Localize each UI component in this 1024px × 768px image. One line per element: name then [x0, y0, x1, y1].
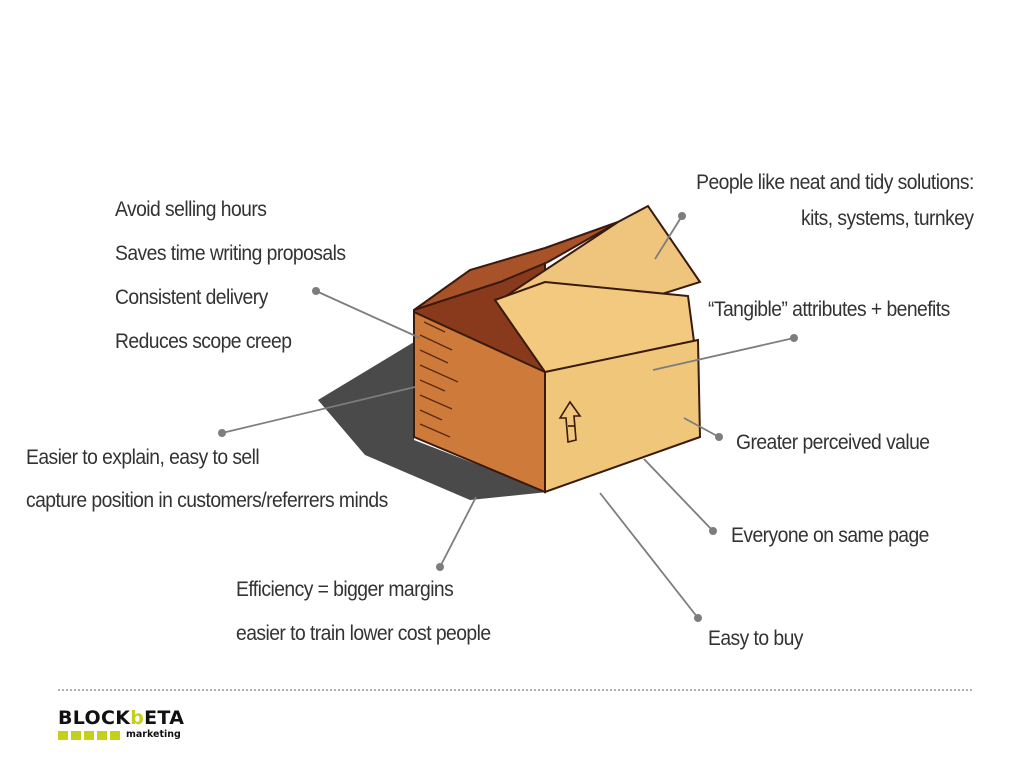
logo-square: [97, 730, 107, 740]
label-avoid-selling-hours: Avoid selling hours: [115, 198, 267, 221]
label-everyone-same-page: Everyone on same page: [731, 524, 929, 547]
label-kits-systems-turnkey: kits, systems, turnkey: [801, 207, 974, 230]
blockbeta-logo: BLOCKbETA marketing: [58, 708, 184, 740]
box-front-flap: [493, 280, 700, 373]
label-neat-tidy-solutions: People like neat and tidy solutions:: [696, 171, 974, 194]
this-way-up-icon: [558, 400, 582, 444]
label-easier-to-explain: Easier to explain, easy to sell: [26, 446, 260, 469]
logo-square: [71, 730, 81, 740]
logo-word-part2: b: [130, 707, 145, 729]
box-right-face: [544, 338, 702, 494]
label-capture-position: capture position in customers/referrers …: [26, 489, 388, 512]
logo-square: [84, 730, 94, 740]
footer-divider: [58, 689, 972, 691]
logo-wordmark: BLOCKbETA: [58, 708, 184, 728]
callout-dot-efficiency: [436, 563, 444, 571]
callout-dot-same-page: [709, 527, 717, 535]
label-saves-time-proposals: Saves time writing proposals: [115, 242, 346, 265]
logo-tagline-row: marketing: [58, 730, 184, 740]
callout-dot-tangible: [790, 334, 798, 342]
label-greater-perceived-value: Greater perceived value: [736, 431, 930, 454]
callout-dot-easy-buy: [694, 614, 702, 622]
logo-word-part3: ETA: [144, 707, 185, 729]
label-easier-to-train: easier to train lower cost people: [236, 622, 491, 645]
callout-dot-neat: [678, 212, 686, 220]
logo-square: [110, 730, 120, 740]
logo-tagline: marketing: [126, 729, 181, 740]
callout-dot-perceived: [715, 433, 723, 441]
label-efficiency: Efficiency = bigger margins: [236, 578, 454, 601]
label-tangible-attributes: “Tangible” attributes + benefits: [708, 298, 950, 321]
label-consistent-delivery: Consistent delivery: [115, 286, 268, 309]
label-easy-to-buy: Easy to buy: [708, 627, 803, 650]
box-shadow: [318, 342, 548, 500]
logo-square: [58, 730, 68, 740]
label-reduces-scope-creep: Reduces scope creep: [115, 330, 292, 353]
callout-dot-explain: [218, 429, 226, 437]
callout-dot-consistent: [312, 287, 320, 295]
logo-word-part1: BLOCK: [58, 707, 131, 729]
